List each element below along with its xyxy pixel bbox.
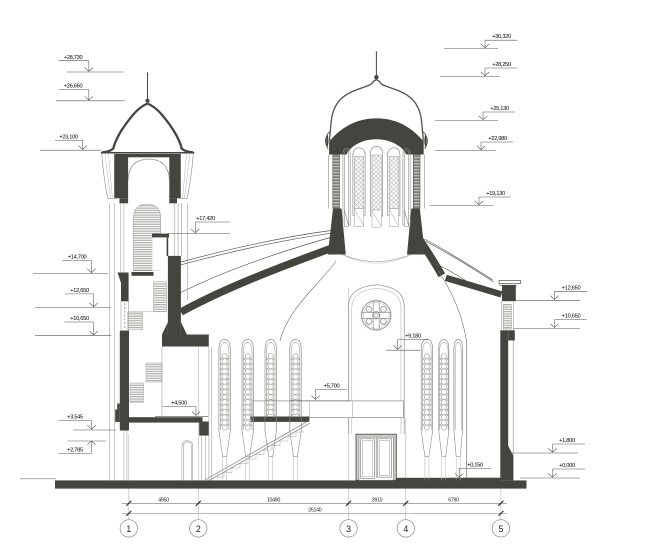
svg-text:+19,130: +19,130 <box>486 191 505 197</box>
svg-text:2: 2 <box>196 524 201 534</box>
svg-text:+30,320: +30,320 <box>492 34 511 40</box>
svg-text:3910: 3910 <box>372 498 383 504</box>
svg-text:+0,000: +0,000 <box>559 463 575 469</box>
svg-text:+10,650: +10,650 <box>562 314 581 320</box>
svg-text:+3,545: +3,545 <box>67 415 83 421</box>
svg-text:+2,785: +2,785 <box>67 447 83 453</box>
svg-text:+12,650: +12,650 <box>70 288 89 294</box>
svg-text:+1,800: +1,800 <box>559 438 575 444</box>
svg-text:1: 1 <box>126 524 131 534</box>
svg-text:+10,650: +10,650 <box>70 316 89 322</box>
svg-text:+26,660: +26,660 <box>64 84 83 90</box>
svg-text:+22,980: +22,980 <box>488 136 507 142</box>
svg-text:10490: 10490 <box>267 498 281 504</box>
svg-text:3: 3 <box>346 524 351 534</box>
svg-text:+14,700: +14,700 <box>68 255 87 261</box>
svg-text:26140: 26140 <box>308 508 322 514</box>
svg-text:+17,420: +17,420 <box>196 216 215 222</box>
svg-text:+28,250: +28,250 <box>492 62 511 68</box>
svg-text:+5,700: +5,700 <box>324 384 340 390</box>
svg-text:+0,150: +0,150 <box>467 463 483 469</box>
svg-text:+28,730: +28,730 <box>64 55 83 61</box>
svg-text:5: 5 <box>498 524 503 534</box>
svg-text:4: 4 <box>403 524 408 534</box>
svg-text:4950: 4950 <box>158 498 169 504</box>
svg-text:+25,130: +25,130 <box>490 106 509 112</box>
svg-text:+12,650: +12,650 <box>562 285 581 291</box>
svg-text:+9,180: +9,180 <box>405 334 421 340</box>
svg-text:6790: 6790 <box>448 498 459 504</box>
svg-text:+4,500: +4,500 <box>171 401 187 407</box>
svg-text:+23,100: +23,100 <box>59 135 78 141</box>
